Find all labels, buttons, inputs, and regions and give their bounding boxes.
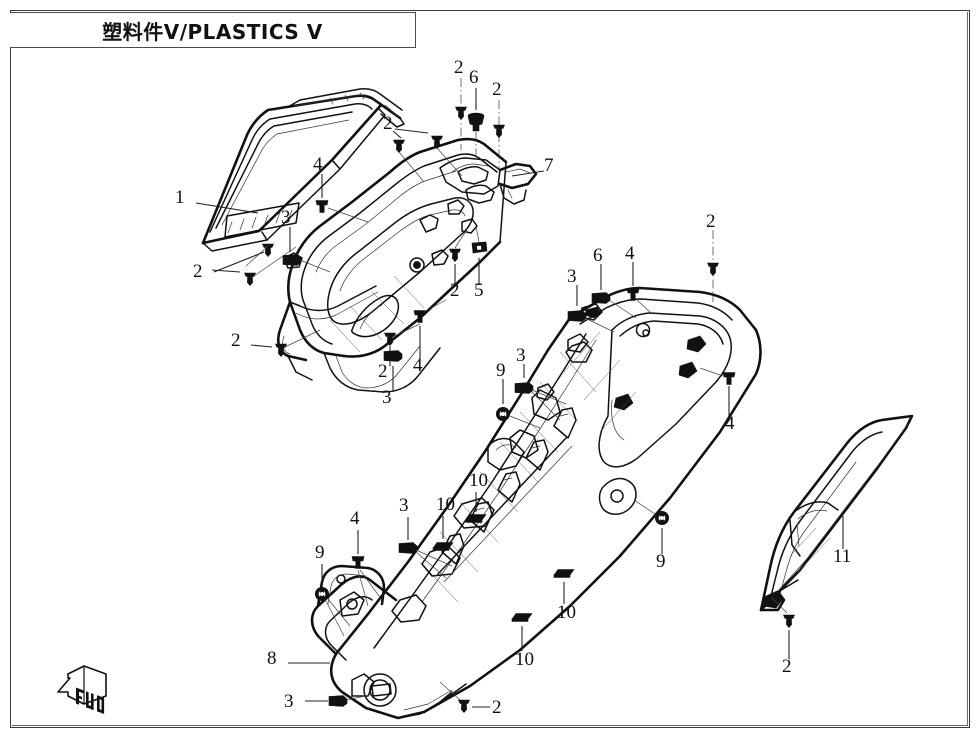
callout-number-9: 9 <box>496 360 506 381</box>
callout-number-3: 3 <box>399 495 409 516</box>
callout-number-2: 2 <box>454 57 464 78</box>
callout-number-10: 10 <box>557 602 576 623</box>
callout-number-2: 2 <box>706 211 716 232</box>
callout-number-4: 4 <box>413 355 423 376</box>
callout-number-11: 11 <box>833 546 852 567</box>
callout-number-1: 1 <box>175 187 185 208</box>
callout-number-5: 5 <box>474 280 484 301</box>
callout-number-10: 10 <box>515 649 534 670</box>
title-block: 塑料件Ⅴ/PLASTICS Ⅴ <box>10 12 416 48</box>
callout-number-8: 8 <box>267 648 277 669</box>
callout-number-4: 4 <box>350 508 360 529</box>
callout-number-7: 7 <box>544 155 554 176</box>
callout-number-10: 10 <box>469 470 488 491</box>
callout-number-4: 4 <box>313 154 323 175</box>
callout-number-2: 2 <box>450 280 460 301</box>
callout-number-2: 2 <box>782 656 792 677</box>
callout-number-9: 9 <box>656 551 666 572</box>
callout-number-3: 3 <box>516 345 526 366</box>
callout-number-6: 6 <box>469 67 479 88</box>
callout-number-3: 3 <box>284 691 294 712</box>
callout-number-2: 2 <box>492 697 502 718</box>
fwd-direction-marker <box>44 662 124 718</box>
callout-number-2: 2 <box>378 361 388 382</box>
callout-number-10: 10 <box>436 494 455 515</box>
callout-number-2: 2 <box>492 79 502 100</box>
part-11-right-rear-side-panel <box>759 414 914 612</box>
central-rear-frame-assembly <box>310 286 762 720</box>
callout-number-6: 6 <box>593 245 603 266</box>
callout-number-9: 9 <box>315 542 325 563</box>
page-title: 塑料件Ⅴ/PLASTICS Ⅴ <box>102 19 323 44</box>
part-7-tail-cowl-assembly <box>276 137 538 393</box>
callout-number-3: 3 <box>382 387 392 408</box>
callout-number-3: 3 <box>281 207 291 228</box>
fastener-icons-and-leaders <box>195 78 844 713</box>
callout-number-4: 4 <box>625 243 635 264</box>
part-1-left-rear-side-panel <box>201 88 405 252</box>
callout-number-3: 3 <box>567 266 577 287</box>
callout-number-2: 2 <box>193 261 203 282</box>
callout-number-2: 2 <box>383 113 393 134</box>
callout-number-4: 4 <box>725 413 735 434</box>
callout-number-2: 2 <box>231 330 241 351</box>
